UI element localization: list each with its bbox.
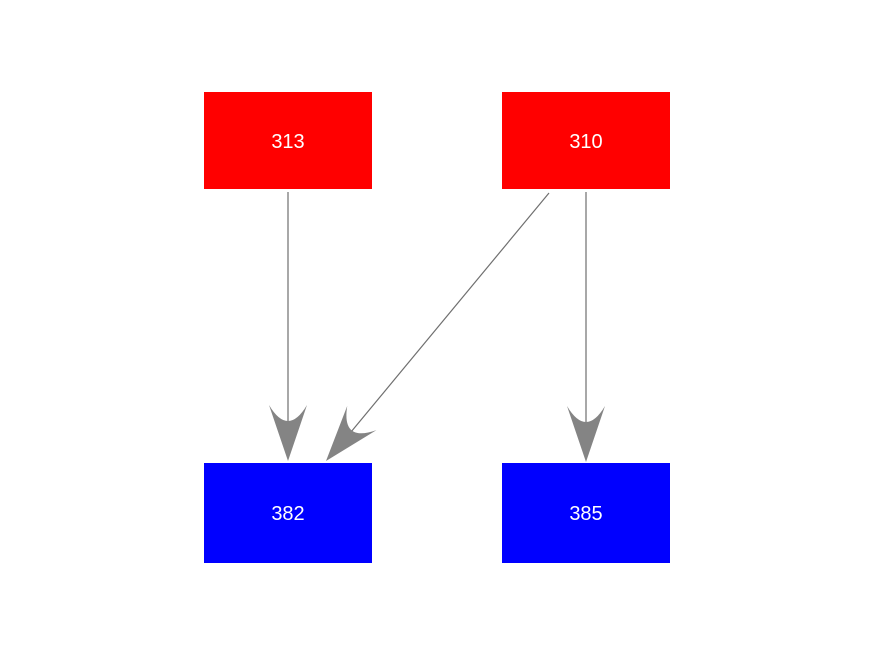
edge-310-385	[567, 192, 605, 462]
edge-310-382	[326, 192, 550, 461]
edge-line-310-382	[345, 192, 550, 439]
node-385: 385	[502, 463, 670, 563]
node-310: 310	[502, 92, 670, 189]
node-label: 385	[569, 503, 603, 525]
arrowhead-icon	[269, 405, 307, 461]
arrowhead-icon	[567, 406, 605, 462]
node-label: 382	[271, 503, 305, 525]
node-label: 313	[271, 130, 305, 153]
node-382: 382	[204, 463, 372, 563]
edge-313-382	[269, 192, 307, 461]
node-label: 310	[569, 130, 603, 153]
node-313: 313	[204, 92, 372, 189]
